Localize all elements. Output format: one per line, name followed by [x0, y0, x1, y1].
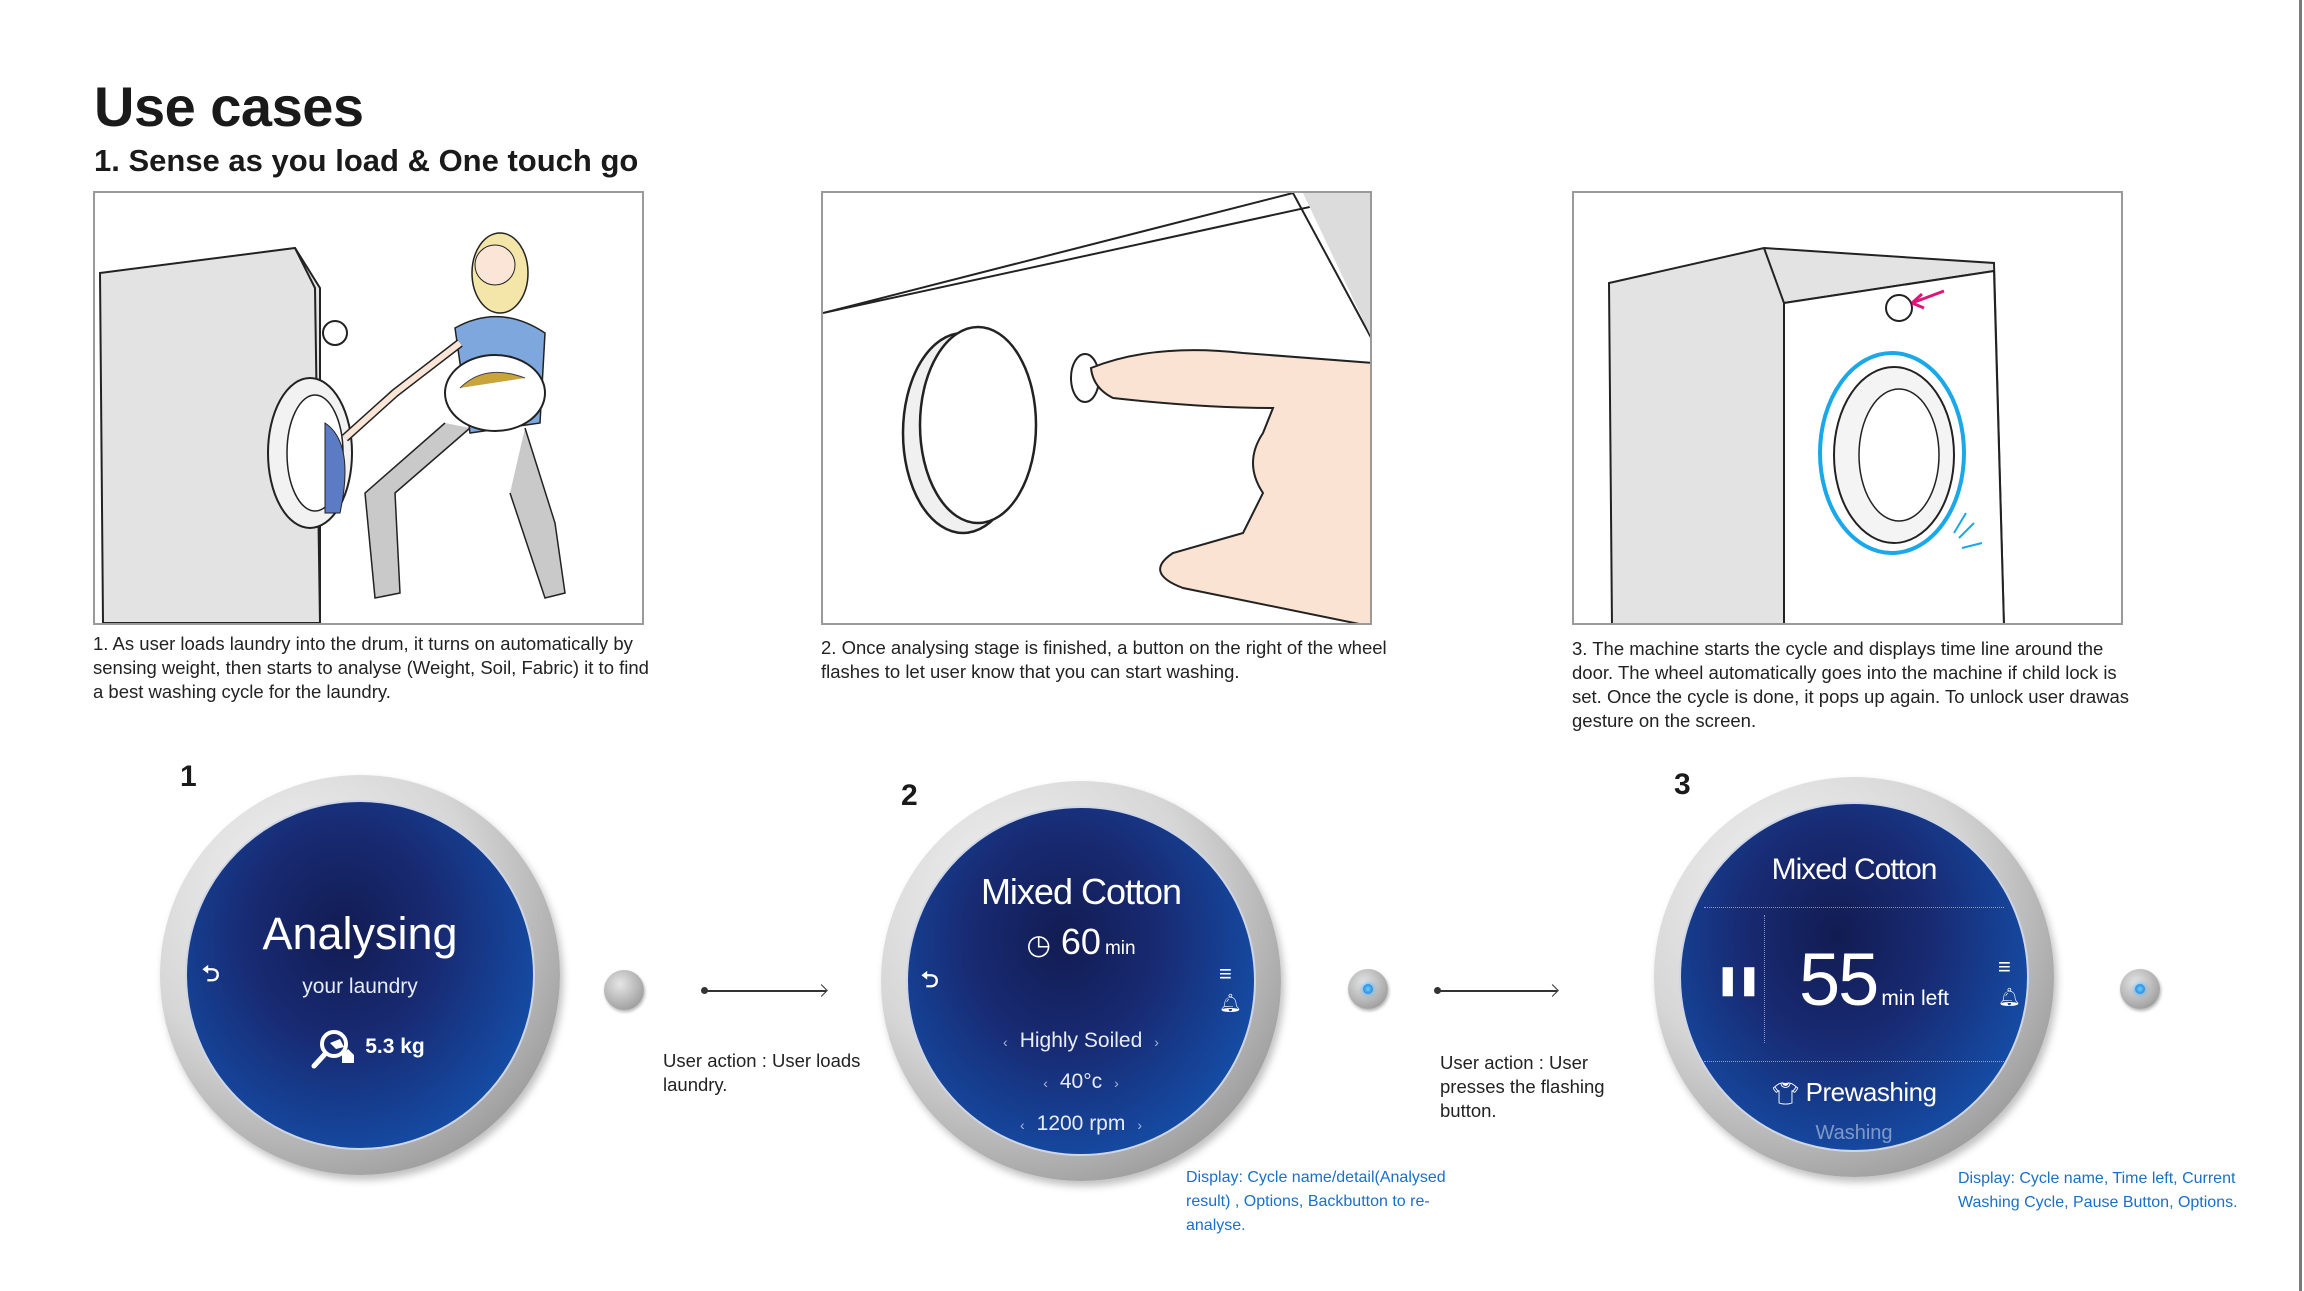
prev-chevron[interactable]: ‹: [1003, 1034, 1008, 1050]
pause-icon[interactable]: ❚❚: [1716, 964, 1761, 995]
user-action-1: User action : User loads laundry.: [663, 1050, 861, 1095]
time-left-unit: min left: [1881, 987, 1949, 1010]
section-subtitle: 1. Sense as you load & One touch go: [94, 143, 639, 178]
dial-screen: [1679, 802, 2029, 1152]
dial-screen: [906, 806, 1256, 1156]
divider-top: [1704, 907, 2004, 908]
bell-icon[interactable]: 🔔︎: [1219, 993, 1242, 1013]
led-indicator: [2135, 984, 2145, 994]
back-icon[interactable]: ⮌: [921, 967, 939, 992]
step-number-1: 1: [180, 760, 197, 793]
option-spin[interactable]: ‹ 1200 rpm ›: [871, 1112, 1291, 1136]
display-note-2: Display: Cycle name/detail(Analysed resu…: [1186, 1169, 1446, 1234]
clock-icon: ◷: [1026, 929, 1051, 960]
option-value: 40°c: [1059, 1070, 1103, 1093]
dial-title: Analysing: [262, 908, 458, 959]
option-value: Highly Soiled: [1019, 1029, 1143, 1052]
cycle-name: Mixed Cotton: [1771, 853, 1938, 886]
dial-analysing[interactable]: Analysing your laundry ⮌ 5.3 kg: [150, 765, 570, 1185]
flow-arrow-2: [1434, 987, 1557, 994]
next-cycle: Washing: [1815, 1122, 1893, 1144]
dial-screen: [185, 800, 535, 1150]
menu-icon[interactable]: ≡: [1219, 961, 1232, 986]
bell-icon[interactable]: 🔔︎: [1998, 987, 2021, 1007]
woman-loading-washer-sketch: [98, 232, 566, 623]
laundry-scan-icon: [310, 1027, 354, 1079]
finger-pressing-button-sketch: [823, 193, 1370, 623]
next-chevron[interactable]: ›: [1137, 1117, 1143, 1133]
current-cycle: 👕︎ Prewashing: [1644, 1077, 2064, 1108]
divider-bottom: [1704, 1061, 2004, 1062]
display-note-3: Display: Cycle name, Time left, Current …: [1958, 1170, 2238, 1211]
option-value: 1200 rpm: [1036, 1112, 1126, 1135]
cycle-name: Mixed Cotton: [980, 871, 1182, 912]
step-number-3: 3: [1674, 768, 1691, 801]
prev-chevron[interactable]: ‹: [1043, 1075, 1048, 1091]
page-edge-divider: [2299, 0, 2302, 1291]
menu-icon[interactable]: ≡: [1998, 954, 2011, 979]
illustration-pressing-button: [821, 191, 1372, 625]
illustration-cycle-running: [1572, 191, 2123, 625]
caption-step-3: 3. The machine starts the cycle and disp…: [1572, 638, 2130, 731]
current-cycle-label: Prewashing: [1805, 1077, 1937, 1107]
duration-unit: min: [1104, 938, 1136, 959]
led-indicator: [1363, 984, 1373, 994]
caption-step-2: 2. Once analysing stage is finished, a b…: [821, 637, 1387, 682]
step-number-2: 2: [901, 779, 918, 812]
shirt-icon: 👕︎: [1771, 1081, 1799, 1106]
dial-subtitle: your laundry: [302, 975, 418, 998]
divider-vertical: [1764, 915, 1765, 1043]
caption-step-1: 1. As user loads laundry into the drum, …: [93, 633, 649, 702]
washer-timeline-ring-sketch: [1607, 246, 2005, 623]
weight-value: 5.3 kg: [365, 1035, 425, 1058]
page-title: Use cases: [94, 75, 364, 138]
duration-value: 60: [1060, 921, 1101, 962]
back-icon[interactable]: ⮌: [202, 961, 220, 986]
start-button-idle[interactable]: [604, 970, 644, 1010]
option-soil[interactable]: ‹ Highly Soiled ›: [871, 1029, 1291, 1053]
option-temperature[interactable]: ‹ 40°c ›: [871, 1070, 1291, 1094]
prev-chevron[interactable]: ‹: [1019, 1117, 1025, 1133]
illustration-loading-laundry: [93, 191, 644, 625]
flow-arrow-1: [701, 987, 826, 994]
user-action-2: User action : User presses the flashing …: [1440, 1052, 1605, 1121]
start-button-flashing[interactable]: [1348, 969, 1388, 1009]
pause-button-lit[interactable]: [2120, 969, 2160, 1009]
time-left-value: 55: [1799, 938, 1879, 1021]
next-chevron[interactable]: ›: [1114, 1075, 1119, 1091]
next-chevron[interactable]: ›: [1154, 1034, 1159, 1050]
